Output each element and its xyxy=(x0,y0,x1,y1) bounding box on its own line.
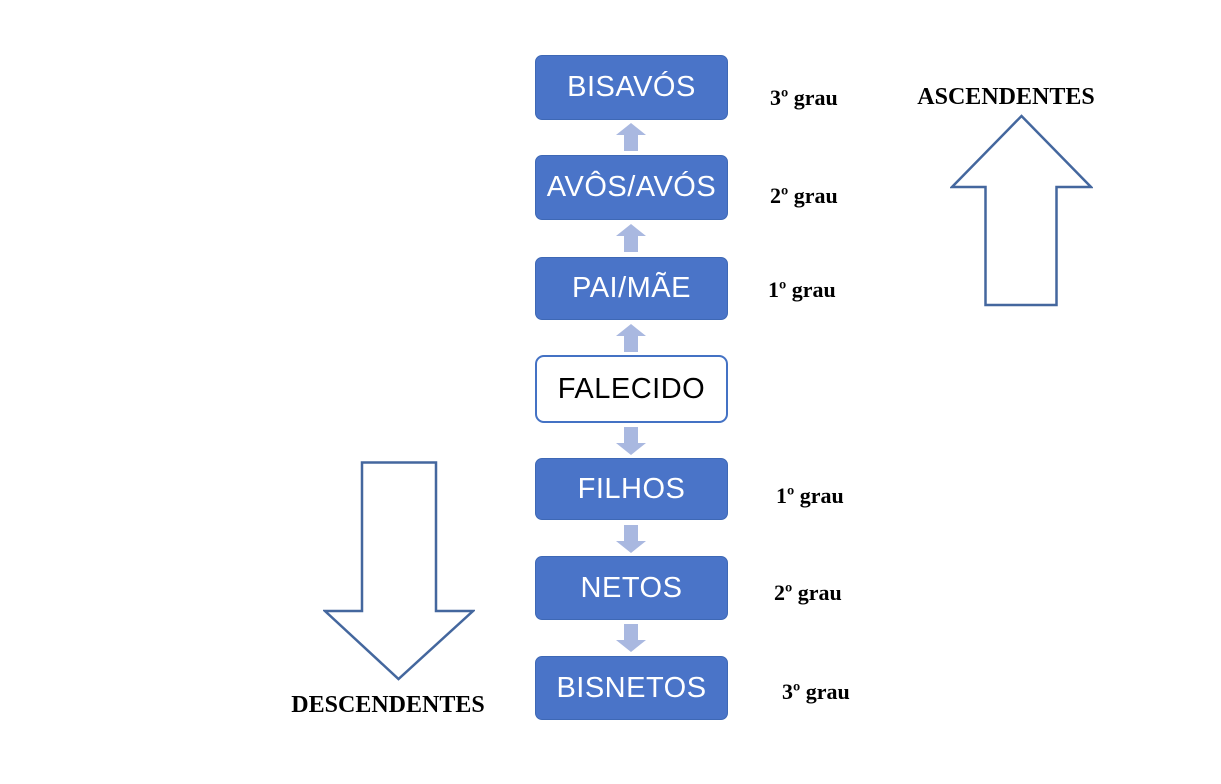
degree-label-avos: 2º grau xyxy=(770,183,838,208)
up-connector-arrow xyxy=(616,224,646,252)
node-avos: AVÔS/AVÓS xyxy=(535,155,728,220)
node-netos: NETOS xyxy=(535,556,728,620)
node-filhos: FILHOS xyxy=(535,458,728,520)
ascendentes-up-arrow-icon xyxy=(950,114,1093,307)
node-bisnetos: BISNETOS xyxy=(535,656,728,720)
up-connector-arrow xyxy=(616,123,646,151)
descendentes-label: DESCENDENTES xyxy=(291,692,485,718)
descendentes-down-arrow-icon xyxy=(323,461,475,681)
node-pai-mae: PAI/MÃE xyxy=(535,257,728,320)
degree-label-filhos: 1º grau xyxy=(776,483,844,508)
degree-label-bisnetos: 3º grau xyxy=(782,679,850,704)
up-connector-arrow xyxy=(616,324,646,352)
degree-label-netos: 2º grau xyxy=(774,580,842,605)
degree-label-pai-mae: 1º grau xyxy=(768,277,836,302)
degree-label-bisavos: 3º grau xyxy=(770,85,838,110)
node-falecido: FALECIDO xyxy=(535,355,728,423)
down-connector-arrow xyxy=(616,427,646,455)
down-connector-arrow xyxy=(616,525,646,553)
down-connector-arrow xyxy=(616,624,646,652)
node-bisavos: BISAVÓS xyxy=(535,55,728,120)
ascendentes-label: ASCENDENTES xyxy=(917,84,1095,110)
